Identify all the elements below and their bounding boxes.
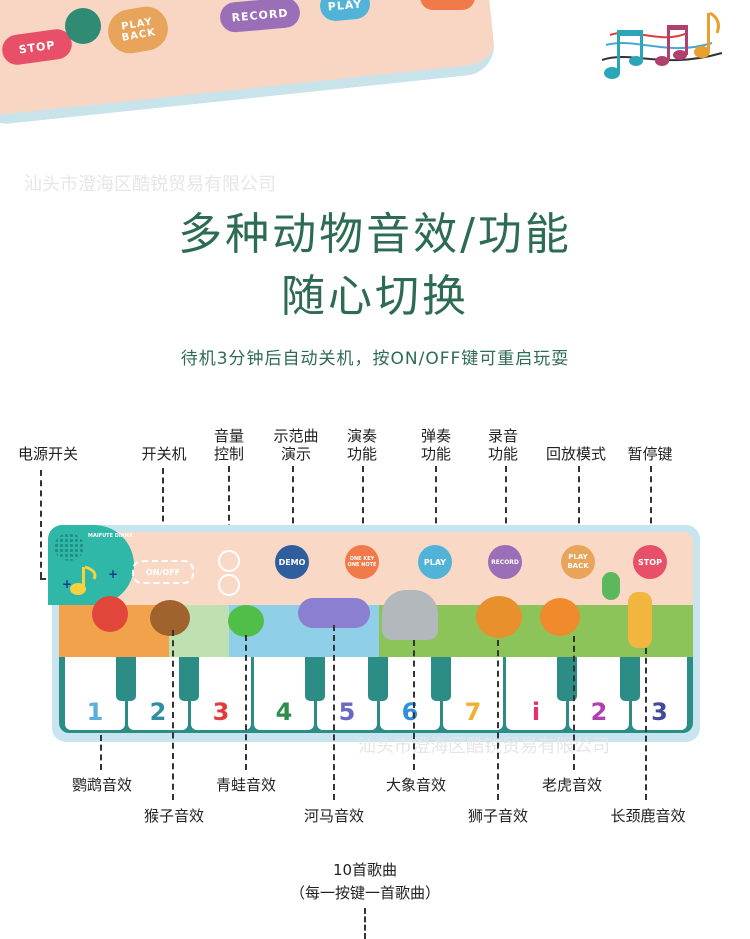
leader-on-off <box>162 468 164 550</box>
black-key[interactable] <box>368 657 388 701</box>
label-hippo: 河马音效 <box>303 807 364 825</box>
on-off-button[interactable]: ON/OFF <box>132 560 194 584</box>
tiger-icon <box>540 598 580 636</box>
frog-icon <box>228 605 264 637</box>
top-mat-buttons: STOP PLAY BACK RECORD PLAY <box>0 0 490 90</box>
label-songs: 10首歌曲 <box>332 861 398 879</box>
stop-button[interactable]: STOP <box>633 545 667 579</box>
key-6[interactable]: 6 <box>380 657 440 730</box>
speaker-panel: MAIFUTE DIANA + + <box>48 525 134 605</box>
leader-parrot <box>100 735 102 770</box>
watermark-bottom: 汕头市澄海区酷锐贸易有限公司 <box>358 736 610 757</box>
monkey-icon <box>150 600 190 636</box>
black-key[interactable] <box>116 657 136 701</box>
lion-icon <box>476 596 522 638</box>
leader-tiger <box>573 636 575 770</box>
leader-elephant <box>413 640 415 770</box>
key-7[interactable]: 7 <box>443 657 503 730</box>
key-10[interactable]: 3 <box>632 657 687 730</box>
music-note-icon <box>68 565 102 595</box>
elephant-icon <box>382 590 438 640</box>
leader-lion <box>497 640 499 800</box>
label-pause: 暂停键 <box>627 445 673 463</box>
top-dot-green <box>65 8 101 44</box>
label-elephant: 大象音效 <box>385 776 446 794</box>
leader-frog <box>245 635 247 770</box>
label-songs-note: （每一按键一首歌曲） <box>289 884 440 902</box>
tree-icon <box>602 572 620 600</box>
volume-plus-icon[interactable]: + <box>108 567 119 581</box>
label-tiger: 老虎音效 <box>541 776 602 794</box>
volume-down-icon[interactable] <box>218 574 240 596</box>
key-1[interactable]: 1 <box>65 657 125 730</box>
leader-power <box>40 470 42 578</box>
top-play-button: PLAY <box>318 0 372 23</box>
label-frog: 青蛙音效 <box>215 776 276 794</box>
top-stop-red <box>420 0 475 10</box>
leader-demo <box>292 466 294 544</box>
leader-monkey <box>172 630 174 800</box>
volume-up-icon[interactable]: + <box>62 577 73 591</box>
leader-record <box>505 466 507 544</box>
label-giraffe: 长颈鹿音效 <box>610 807 686 825</box>
headline-line2: 随心切换 <box>281 271 469 322</box>
label-play: 弹奏功能 <box>420 427 451 463</box>
leader-giraffe <box>645 648 647 800</box>
label-parrot: 鹦鹉音效 <box>71 776 132 794</box>
watermark-top: 汕头市澄海区酷锐贸易有限公司 <box>24 174 276 195</box>
black-key[interactable] <box>179 657 199 701</box>
subtitle: 待机3分钟后自动关机，按ON/OFF键可重启玩耍 <box>180 349 570 369</box>
one-key-button[interactable]: ONE KEY ONE NOTE <box>345 545 379 579</box>
record-button[interactable]: RECORD <box>488 545 522 579</box>
key-9[interactable]: 2 <box>569 657 629 730</box>
key-2[interactable]: 2 <box>128 657 188 730</box>
leader-songs <box>364 908 366 939</box>
volume-control[interactable] <box>218 550 240 596</box>
black-key[interactable] <box>305 657 325 701</box>
key-4[interactable]: 4 <box>254 657 314 730</box>
label-record: 录音功能 <box>487 427 518 463</box>
leader-play <box>435 466 437 544</box>
label-perform: 演奏功能 <box>346 427 377 463</box>
hippo-icon <box>298 598 370 628</box>
music-notes-icon <box>601 11 723 79</box>
label-power-switch: 电源开关 <box>17 445 78 463</box>
black-key[interactable] <box>431 657 451 701</box>
leader-hippo <box>333 625 335 800</box>
key-3[interactable]: 3 <box>191 657 251 730</box>
label-volume: 音量控制 <box>213 427 244 463</box>
black-key[interactable] <box>557 657 577 701</box>
top-record-button: RECORD <box>218 0 302 34</box>
label-lion: 狮子音效 <box>467 807 528 825</box>
key-8[interactable]: i <box>506 657 566 730</box>
label-on-off: 开关机 <box>141 445 187 463</box>
headline-line1: 多种动物音效/功能 <box>178 209 572 260</box>
top-playback-button: PLAY BACK <box>104 3 172 57</box>
play-button[interactable]: PLAY <box>418 545 452 579</box>
leader-volume <box>228 466 230 550</box>
mat-logo: MAIFUTE DIANA <box>88 533 133 539</box>
leader-perform <box>362 466 364 544</box>
label-playback: 回放模式 <box>545 445 606 463</box>
playback-button[interactable]: PLAY BACK <box>561 545 595 579</box>
speaker-grille-icon <box>54 533 84 561</box>
label-demo: 示范曲演示 <box>273 427 319 463</box>
volume-up-icon[interactable] <box>218 550 240 572</box>
parrot-icon <box>92 596 128 632</box>
demo-button[interactable]: DEMO <box>275 545 309 579</box>
leader-playback <box>578 466 580 544</box>
key-5[interactable]: 5 <box>317 657 377 730</box>
label-monkey: 猴子音效 <box>143 807 204 825</box>
black-key[interactable] <box>620 657 640 701</box>
leader-pause <box>650 466 652 544</box>
giraffe-icon <box>628 592 652 648</box>
